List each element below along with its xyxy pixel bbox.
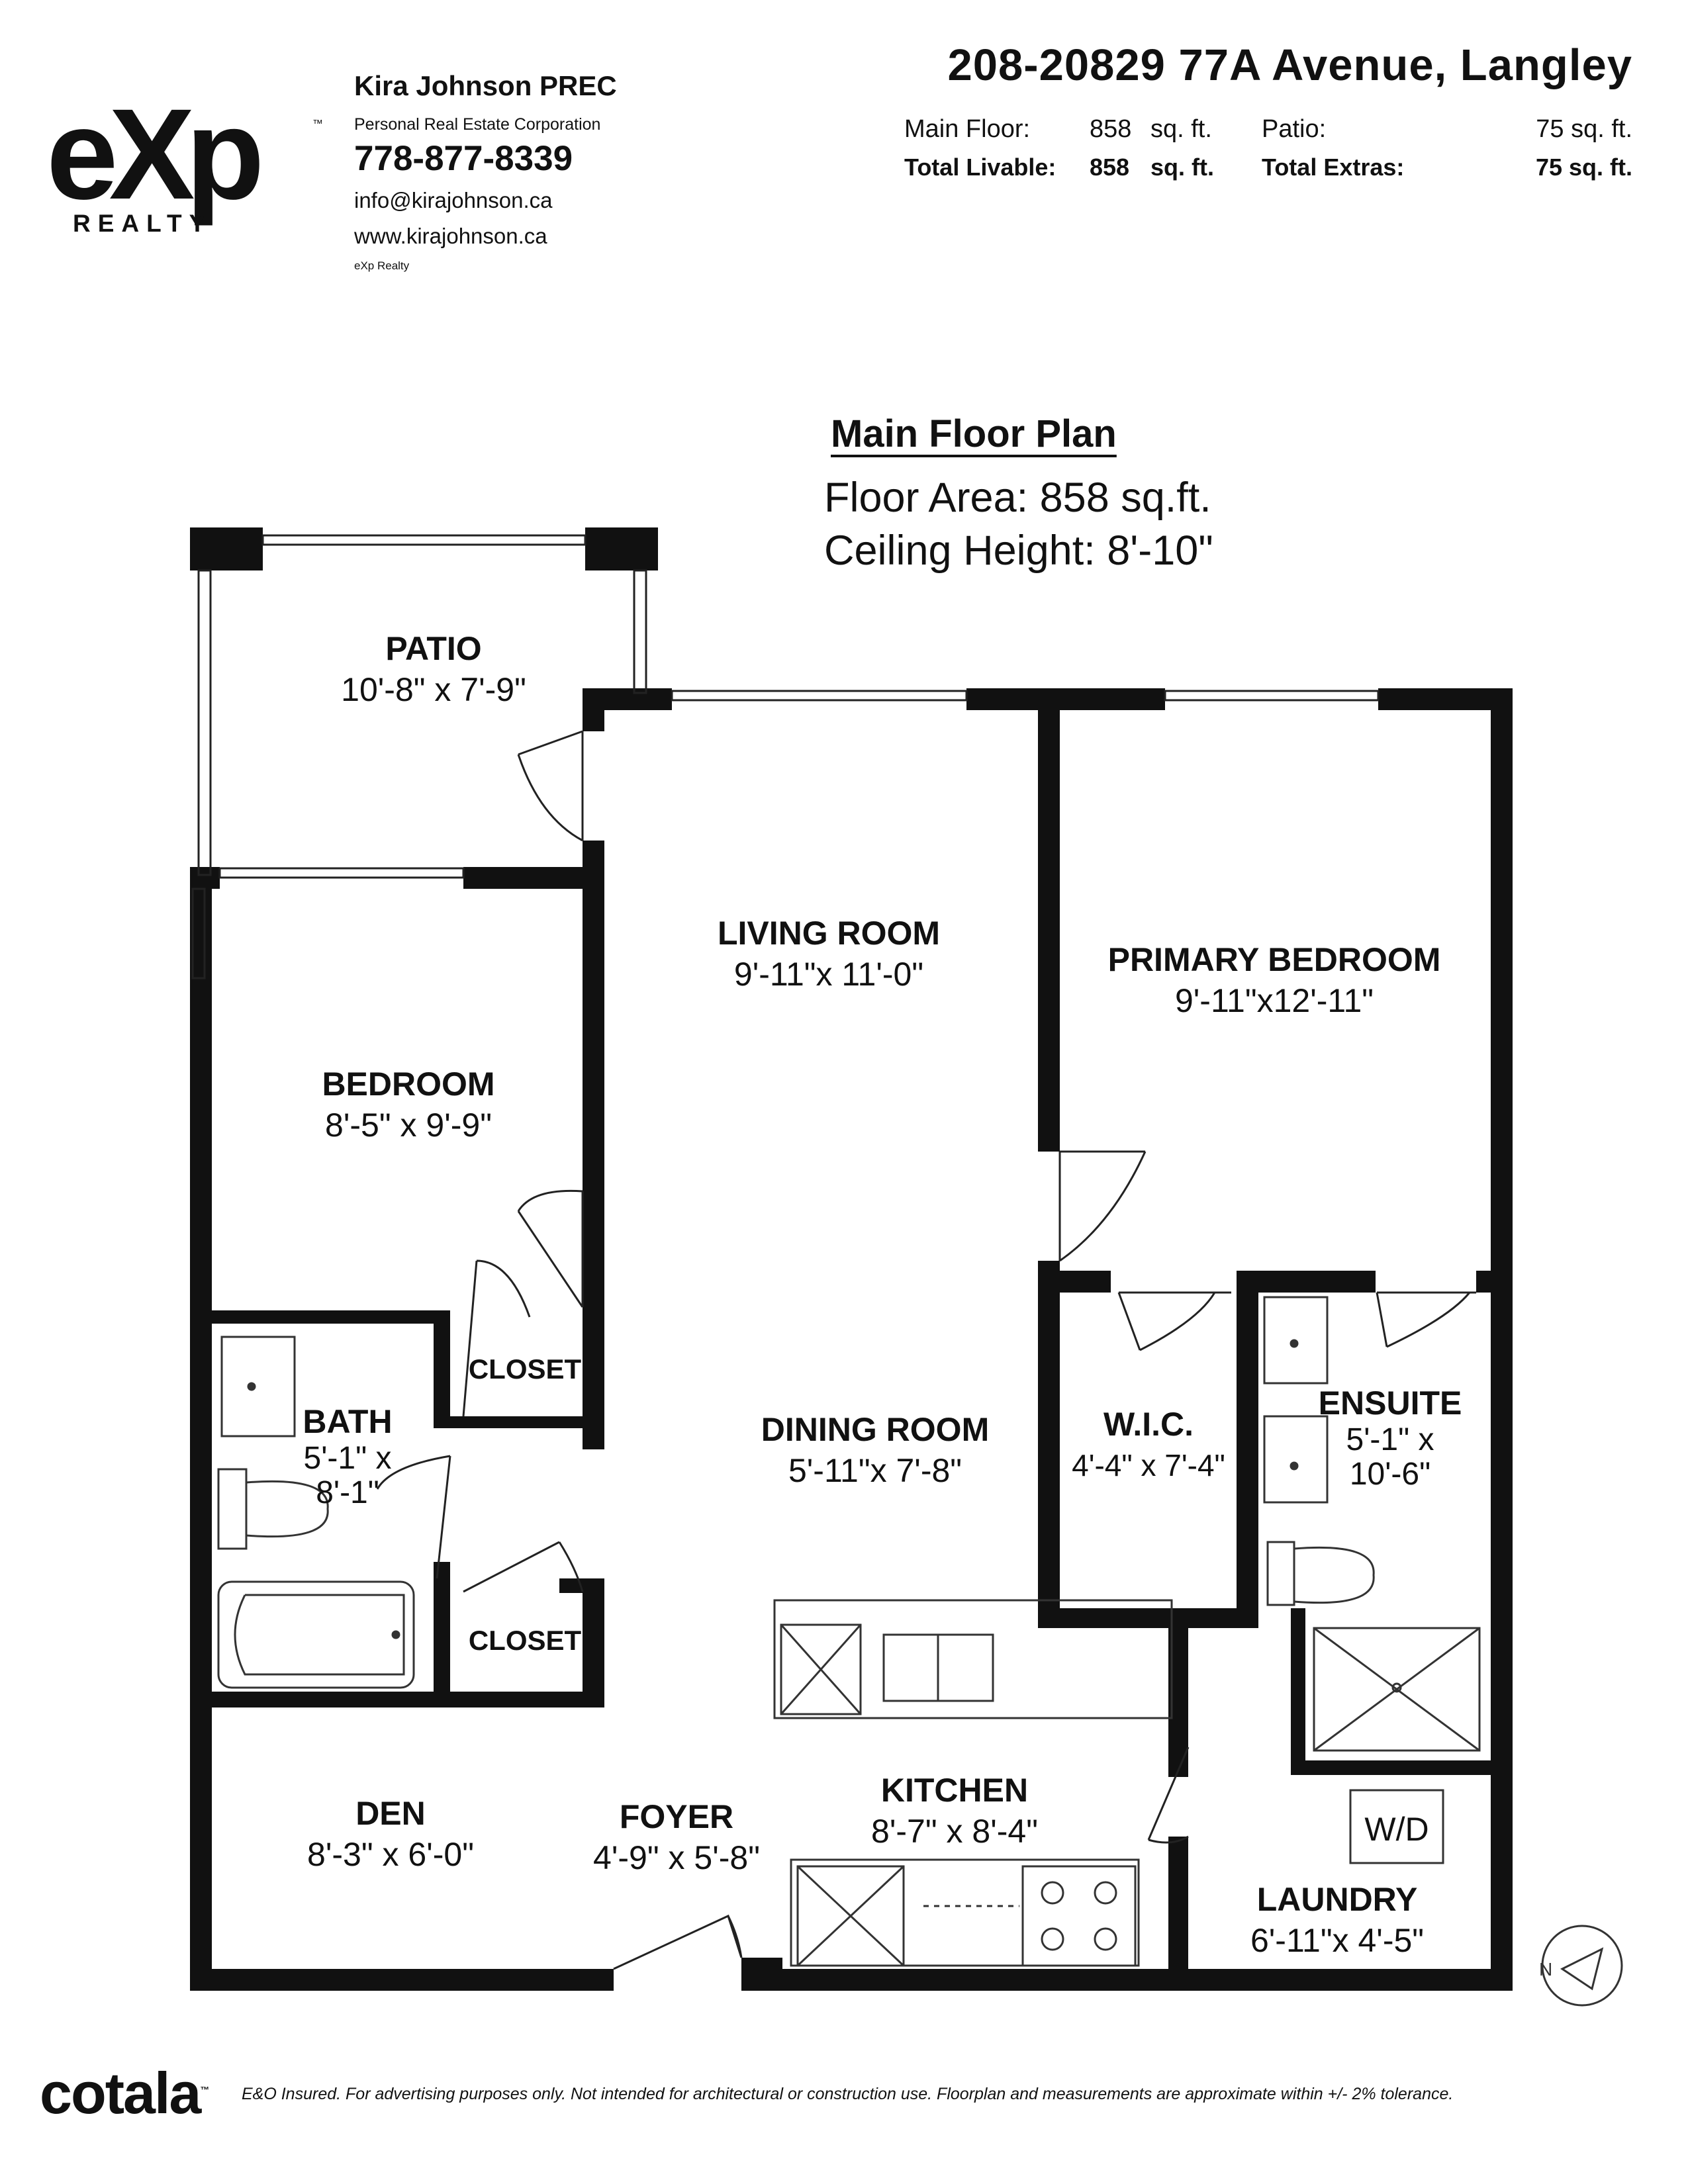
plan-details: Floor Area: 858 sq.ft. Ceiling Height: 8… — [824, 471, 1213, 577]
walls — [190, 527, 1513, 1991]
total-extras-value: 75 sq. ft. — [1535, 154, 1632, 181]
room-laundry: LAUNDRY 6'-11"x 4'-5" — [1250, 1881, 1425, 1959]
door-swings — [376, 730, 1476, 1970]
agent-name: Kira Johnson PREC — [354, 70, 617, 101]
agent-corporation: Personal Real Estate Corporation — [354, 115, 601, 134]
area-summary: Main Floor: 858 sq. ft. Patio: 75 sq. ft… — [904, 111, 1632, 191]
ensuite-toilet-icon — [1266, 1541, 1295, 1606]
room-wic: W.I.C. 4'-4" x 7'-4" — [1072, 1406, 1225, 1482]
agent-email[interactable]: info@kirajohnson.ca — [354, 188, 553, 212]
room-patio: PATIO 10'-8" x 7'-9" — [341, 630, 526, 708]
room-dining: DINING ROOM 5'-11"x 7'-8" — [761, 1411, 990, 1489]
main-floor-label: Main Floor: — [904, 115, 1031, 143]
room-primary-bedroom: PRIMARY BEDROOM 9'-11"x12'-11" — [1107, 941, 1441, 1019]
ensuite-sink-icon — [1263, 1415, 1329, 1504]
fixtures — [217, 1296, 1481, 1967]
floor-area: Floor Area: 858 sq.ft. — [824, 475, 1211, 521]
exp-realty-logo: eXp ™ REALTY — [46, 82, 324, 251]
total-livable-value: 858 — [1090, 154, 1130, 181]
patio-value: 75 sq. ft. — [1536, 115, 1632, 143]
cotala-logo: cotala™ — [40, 2060, 209, 2126]
main-floor-unit: sq. ft. — [1150, 115, 1212, 143]
cooktop-icon — [1021, 1865, 1137, 1967]
agent-website[interactable]: www.kirajohnson.ca — [354, 224, 547, 248]
room-ensuite: ENSUITE 5'-1" x 10'-6" — [1318, 1385, 1462, 1492]
logo-subtitle: REALTY — [73, 210, 212, 237]
listing-address: 208-20829 77A Avenue, Langley — [947, 40, 1632, 90]
plan-title: Main Floor Plan — [831, 412, 1117, 455]
room-foyer: FOYER 4'-9" x 5'-8" — [593, 1798, 760, 1876]
compass-icon: N — [1539, 1925, 1623, 2007]
washer-dryer-icon — [1349, 1789, 1444, 1864]
room-den: DEN 8'-3" x 6'-0" — [307, 1795, 474, 1873]
patio-label: Patio: — [1262, 115, 1327, 143]
svg-text:N: N — [1539, 1959, 1552, 1979]
shower-icon — [1313, 1627, 1481, 1752]
room-living: LIVING ROOM 9'-11"x 11'-0" — [717, 915, 941, 993]
bath-toilet-icon — [217, 1468, 248, 1550]
kitchen-counter — [790, 1858, 1140, 1967]
total-livable-label: Total Livable: — [904, 154, 1056, 181]
agent-info: Kira Johnson PREC Personal Real Estate C… — [354, 70, 617, 273]
svg-text:™: ™ — [312, 118, 323, 130]
main-floor-value: 858 — [1090, 115, 1132, 143]
washer-dryer-label: W/D — [1364, 1811, 1429, 1848]
disclaimer-text: E&O Insured. For advertising purposes on… — [242, 2085, 1454, 2103]
total-livable-unit: sq. ft. — [1150, 154, 1214, 181]
room-closet: CLOSET — [468, 1353, 582, 1385]
room-kitchen: KITCHEN 8'-7" x 8'-4" — [871, 1772, 1038, 1850]
kitchen-island — [773, 1599, 1173, 1719]
ceiling-height: Ceiling Height: 8'-10" — [824, 527, 1213, 574]
agent-brokerage: eXp Realty — [354, 259, 410, 272]
logo-wordmark: eXp — [46, 99, 260, 226]
agent-phone[interactable]: 778-877-8339 — [354, 139, 573, 178]
room-closet: CLOSET — [468, 1625, 582, 1656]
room-bath: BATH 5'-1" x 8'-1" — [303, 1403, 393, 1510]
windows — [191, 534, 1380, 979]
bathtub-icon — [217, 1580, 415, 1689]
total-extras-label: Total Extras: — [1262, 154, 1405, 181]
ensuite-sink-icon — [1263, 1296, 1329, 1385]
bath-sink-icon — [220, 1336, 296, 1437]
room-bedroom: BEDROOM 8'-5" x 9'-9" — [322, 1066, 495, 1144]
